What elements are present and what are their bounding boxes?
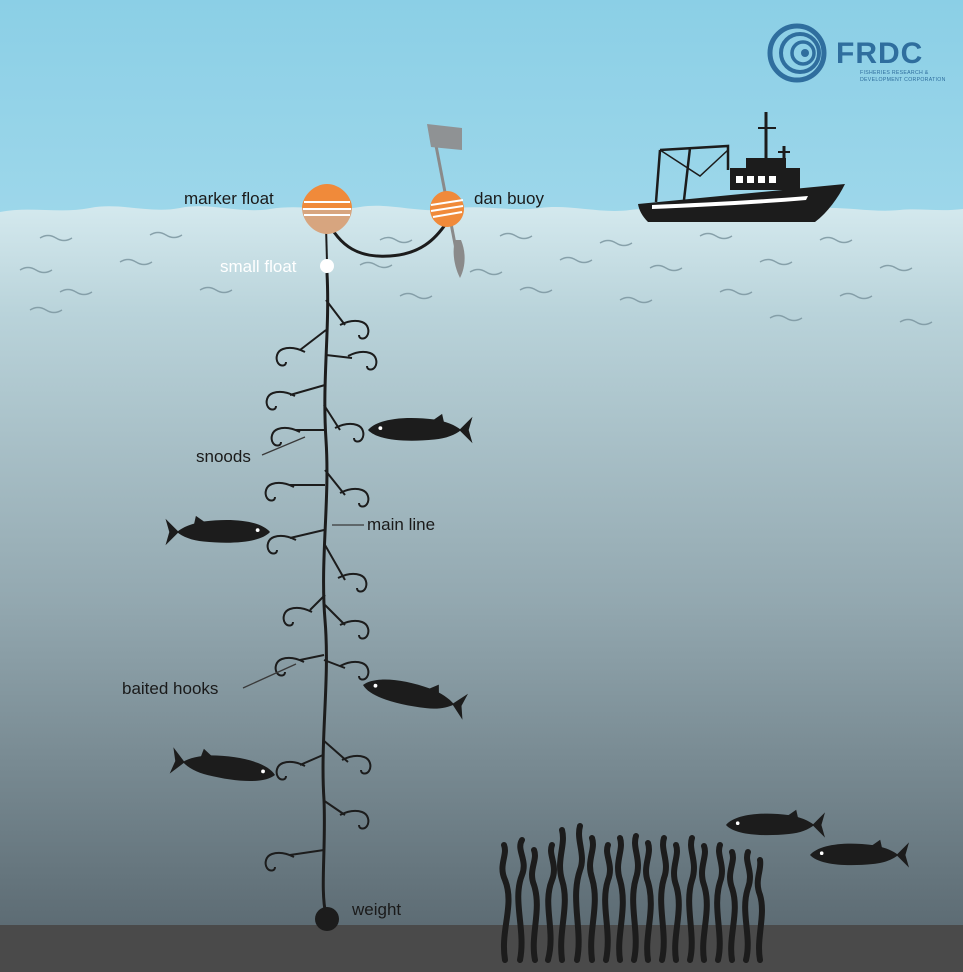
logo-wordmark: FRDC (836, 37, 923, 70)
boat-icon (638, 112, 845, 222)
main-line (321, 272, 330, 916)
seaweed-icon (499, 823, 765, 963)
sky (0, 0, 963, 215)
sea (0, 205, 963, 925)
dan-buoy-icon (427, 124, 465, 278)
logo-subtitle-line1: FISHERIES RESEARCH & (860, 70, 929, 76)
flag-icon (427, 124, 462, 150)
marker-float-icon (302, 184, 352, 234)
label-dan-buoy: dan buoy (474, 189, 544, 208)
label-weight: weight (351, 900, 401, 919)
seabed (0, 925, 963, 972)
label-main-line: main line (367, 515, 435, 534)
label-baited-hooks: baited hooks (122, 679, 218, 698)
label-marker-float: marker float (184, 189, 274, 208)
snoods-and-baited-hooks (264, 299, 378, 872)
float-connecting-line (324, 217, 449, 258)
label-leader-lines (242, 436, 364, 689)
frdc-logo-icon (767, 23, 827, 83)
label-snoods: snoods (196, 447, 251, 466)
small-float-icon (320, 259, 334, 273)
weight-icon (315, 907, 339, 931)
label-small-float: small float (220, 257, 297, 276)
surface-ripples (19, 231, 933, 326)
logo-subtitle-line2: DEVELOPMENT CORPORATION (860, 77, 946, 83)
